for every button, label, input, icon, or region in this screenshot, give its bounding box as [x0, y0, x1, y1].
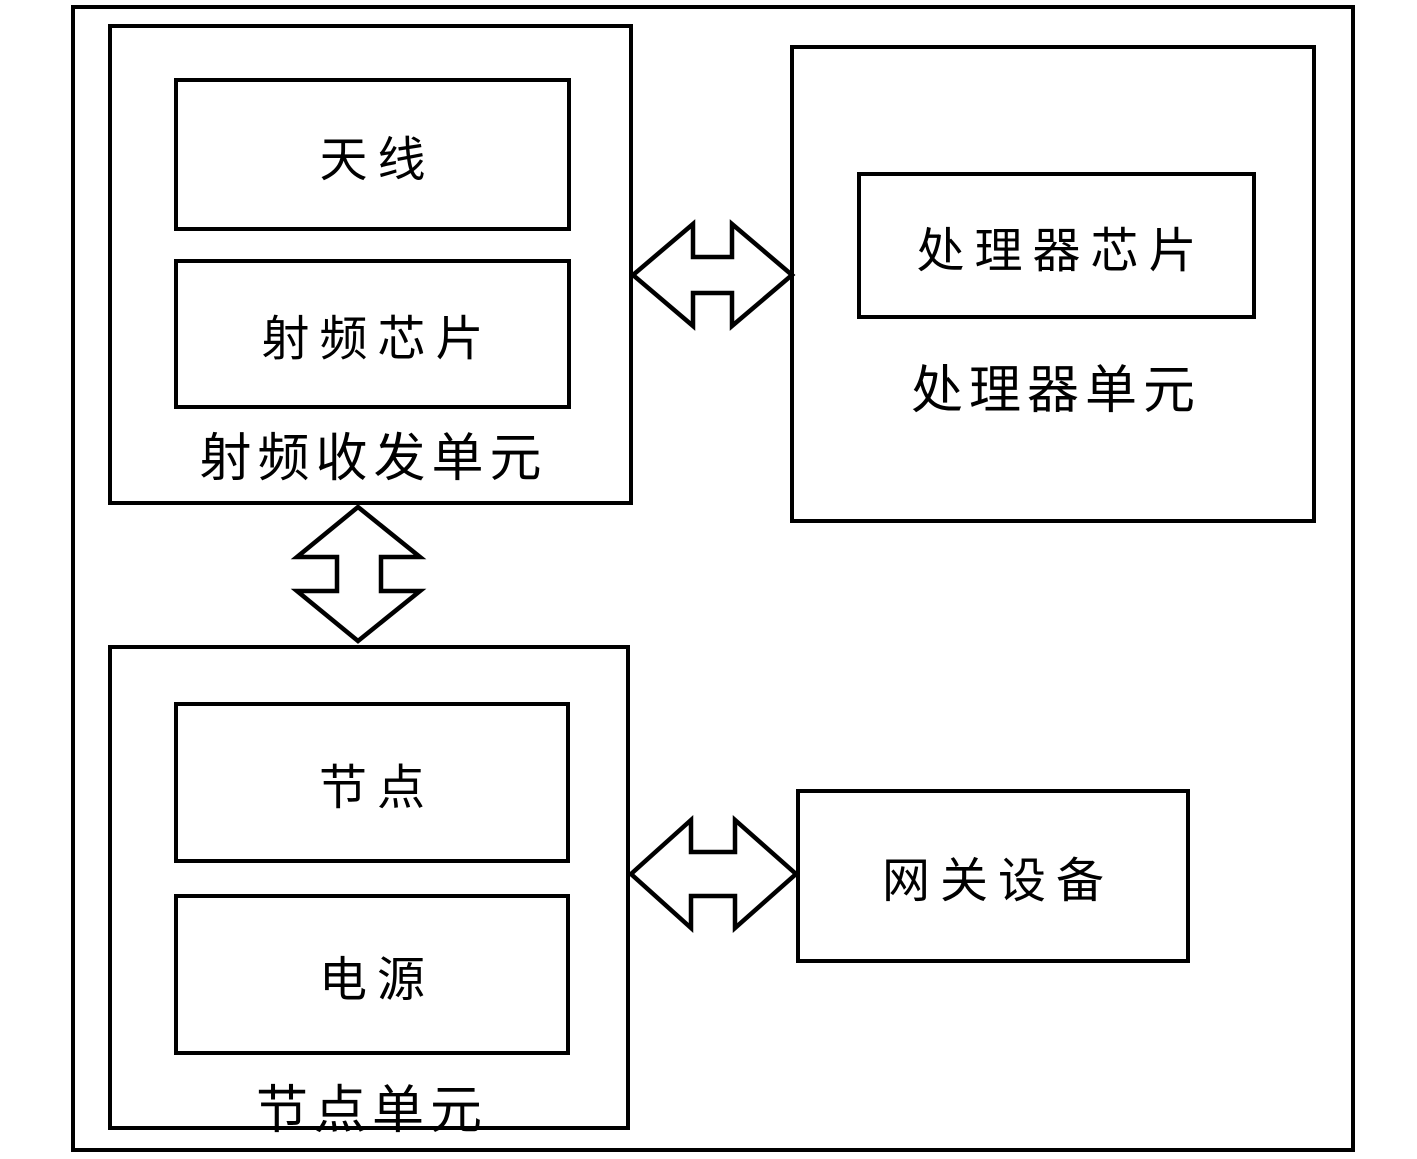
rf-chip-label: 射频芯片 [261, 313, 494, 366]
rf-transceiver-unit-box: 天线 射频芯片 射频收发单元 [108, 24, 633, 505]
antenna-label: 天线 [319, 133, 436, 187]
processor-chip-box: 处理器芯片 [857, 172, 1256, 319]
antenna-box: 天线 [174, 78, 571, 231]
node-unit-label: 节点单元 [255, 1083, 488, 1140]
processor-unit-label: 处理器单元 [910, 363, 1201, 420]
gateway-device-box: 网关设备 [796, 789, 1190, 963]
node-box: 节点 [174, 702, 570, 863]
rf-chip-box: 射频芯片 [174, 259, 571, 409]
outer-border [71, 5, 1355, 1152]
power-label: 电源 [318, 953, 435, 1007]
rf-transceiver-unit-label: 射频收发单元 [199, 431, 548, 488]
node-label: 节点 [318, 761, 435, 815]
power-box: 电源 [174, 894, 570, 1055]
processor-chip-label: 处理器芯片 [916, 224, 1207, 278]
gateway-device-label: 网关设备 [881, 855, 1114, 908]
processor-unit-box: 处理器芯片 处理器单元 [790, 45, 1316, 523]
node-unit-box: 节点 电源 节点单元 [108, 645, 630, 1140]
